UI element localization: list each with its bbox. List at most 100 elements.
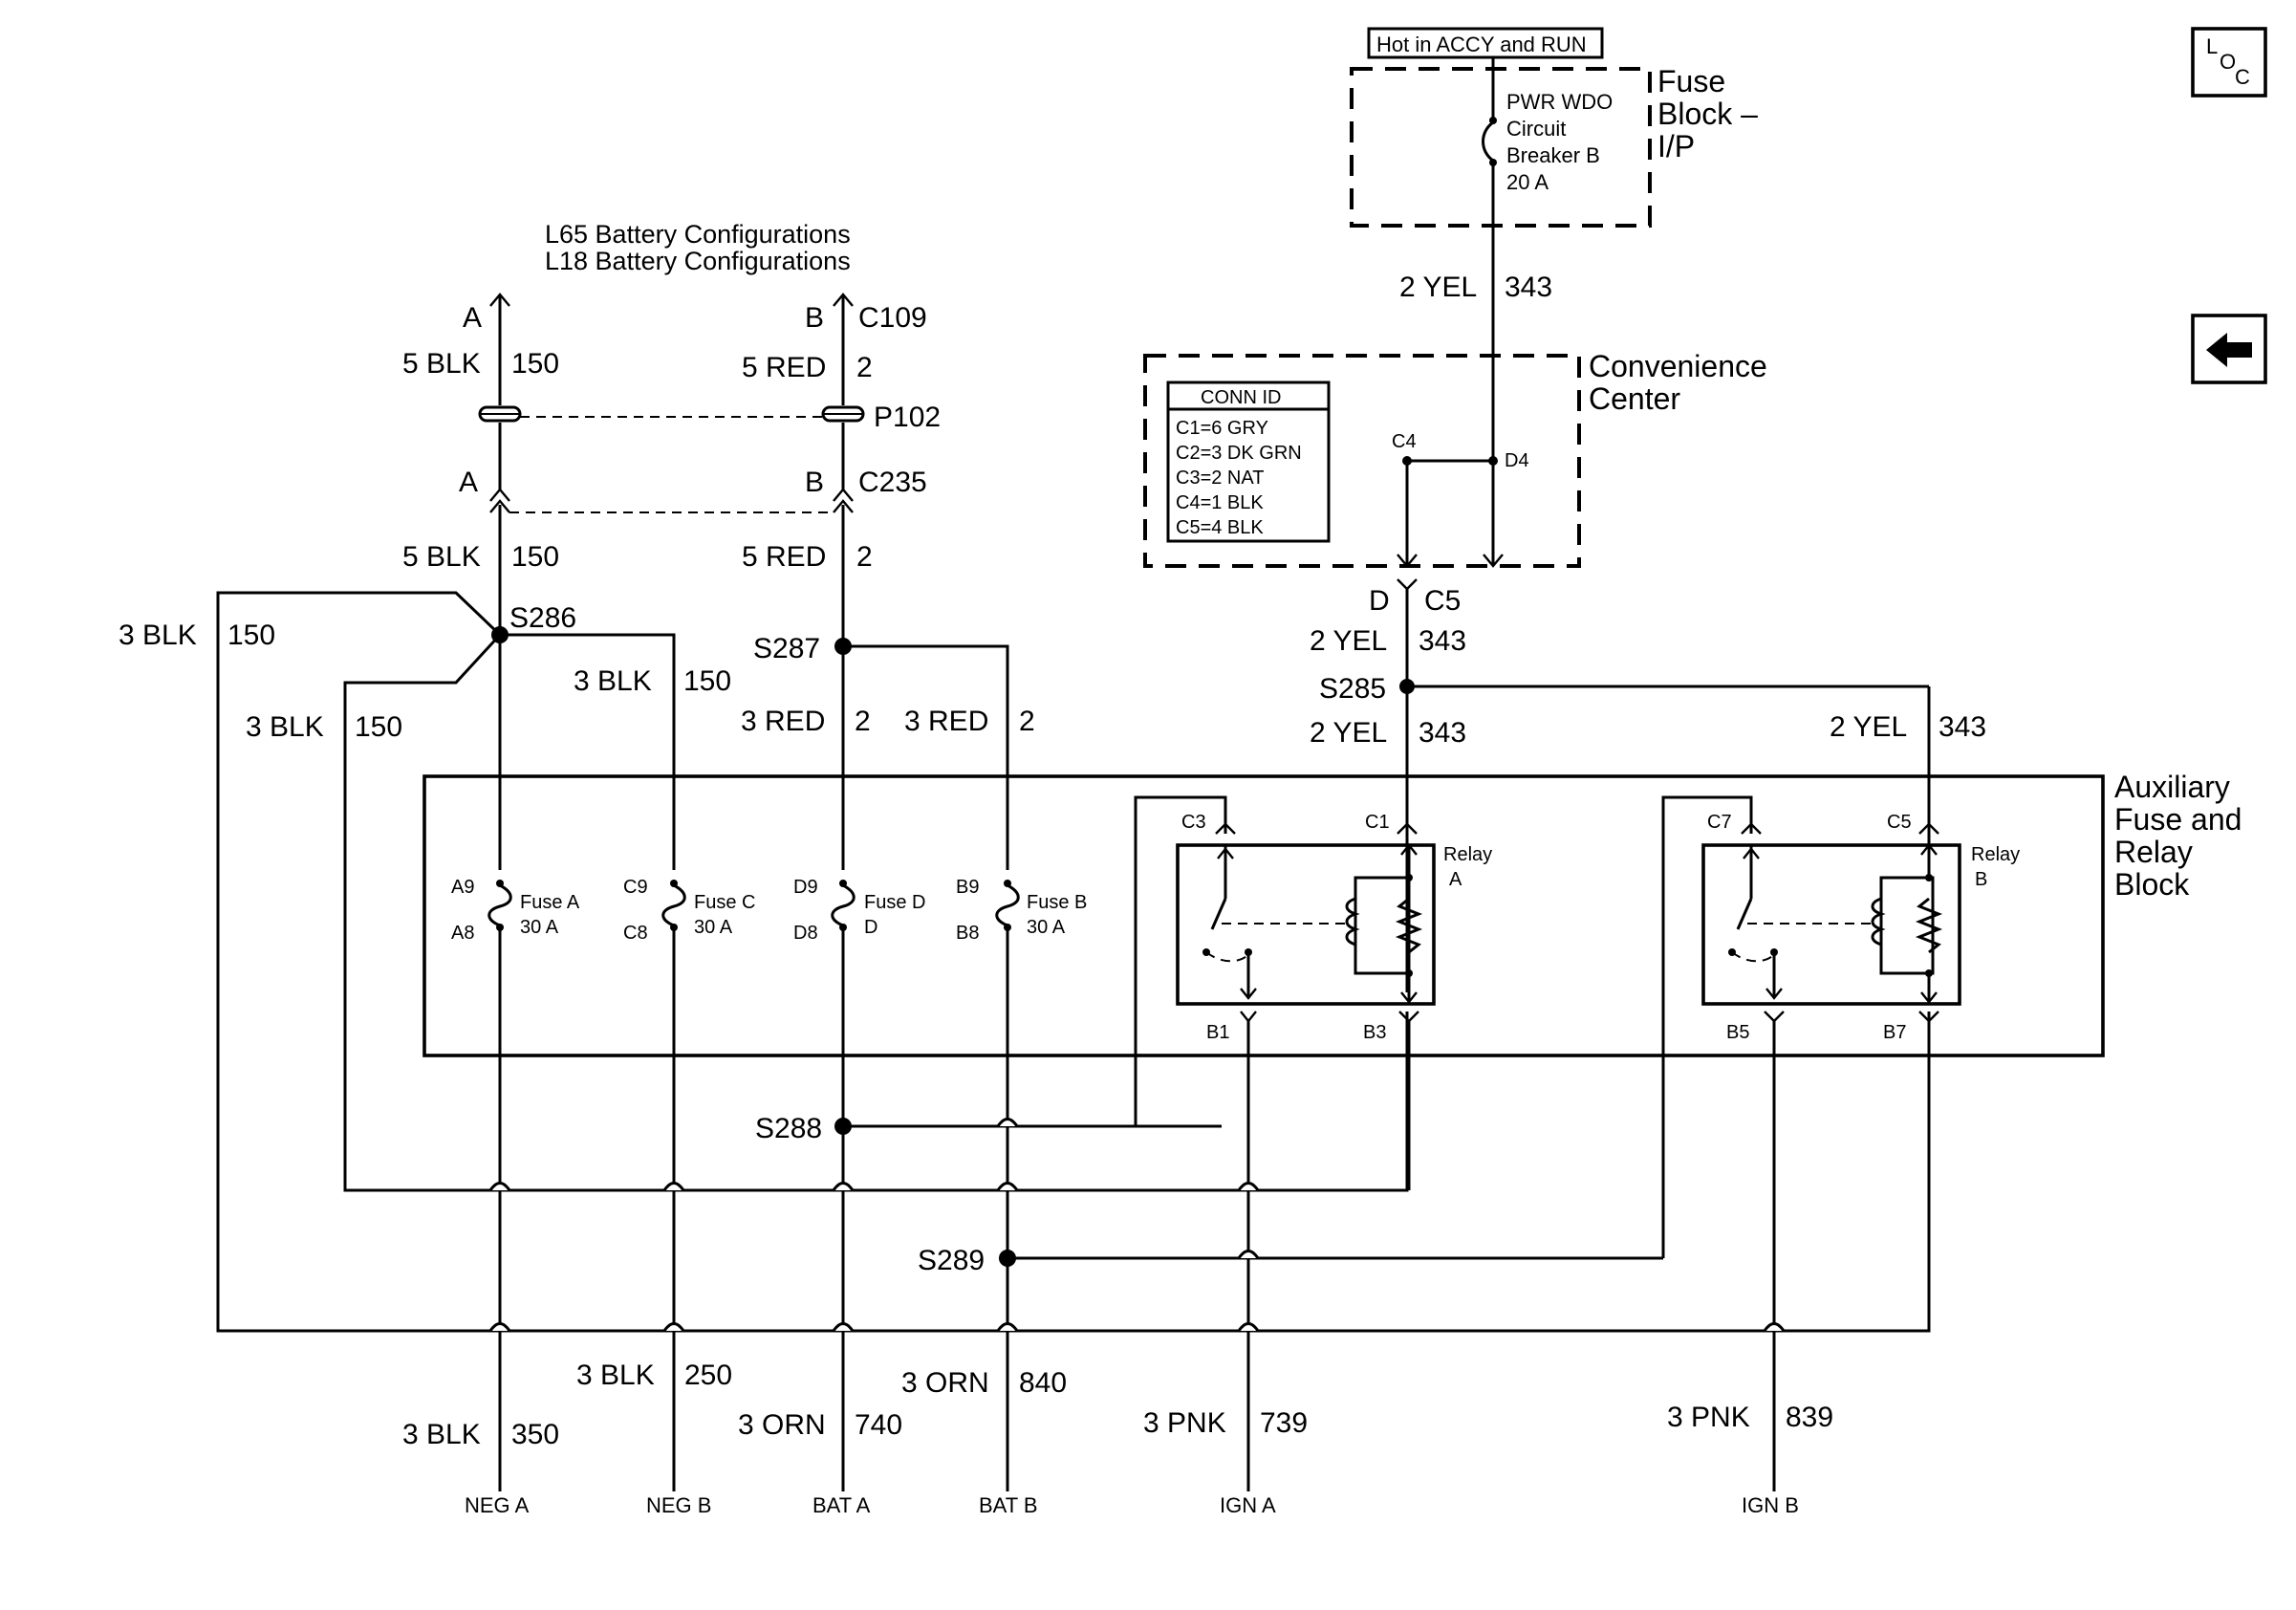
svg-text:B7: B7 [1883, 1022, 1906, 1043]
svg-text:C1=6 GRY: C1=6 GRY [1176, 418, 1268, 439]
svg-text:350: 350 [511, 1419, 559, 1450]
aux-fuse-relay-block-outline [422, 774, 2105, 1057]
svg-text:S288: S288 [755, 1113, 822, 1144]
svg-text:C4: C4 [1392, 431, 1417, 452]
svg-text:B: B [805, 467, 824, 498]
svg-text:Fuse A: Fuse A [520, 892, 580, 913]
svg-text:C1: C1 [1365, 812, 1390, 833]
svg-text:D: D [1369, 585, 1390, 617]
svg-text:C: C [2235, 65, 2250, 89]
cc-internal-wires [1397, 456, 1504, 568]
svg-text:B: B [805, 302, 824, 334]
svg-text:C4=1 BLK: C4=1 BLK [1176, 492, 1264, 513]
svg-text:C7: C7 [1707, 812, 1732, 833]
svg-text:2: 2 [855, 706, 871, 737]
svg-text:343: 343 [1505, 272, 1552, 303]
svg-text:343: 343 [1939, 711, 1986, 743]
svg-text:S289: S289 [918, 1245, 985, 1276]
svg-text:3 BLK: 3 BLK [402, 1419, 481, 1450]
svg-text:20 A: 20 A [1506, 170, 1549, 194]
svg-text:S285: S285 [1319, 673, 1386, 705]
svg-text:740: 740 [855, 1409, 902, 1441]
svg-text:30 A: 30 A [1027, 917, 1066, 938]
svg-text:B9: B9 [956, 877, 979, 898]
svg-text:D: D [864, 917, 877, 938]
svg-text:B3: B3 [1363, 1022, 1386, 1043]
svg-text:5 BLK: 5 BLK [402, 348, 481, 380]
terminal-ign-b: IGN B [1742, 1493, 1799, 1517]
svg-text:150: 150 [355, 711, 402, 743]
svg-text:839: 839 [1786, 1402, 1833, 1433]
terminal-ign-a: IGN A [1220, 1493, 1276, 1517]
svg-text:Relay: Relay [2114, 835, 2193, 869]
svg-text:3 BLK: 3 BLK [574, 665, 652, 697]
fuse-d [831, 870, 856, 931]
svg-text:30 A: 30 A [520, 917, 559, 938]
svg-text:C3=2 NAT: C3=2 NAT [1176, 468, 1264, 489]
svg-text:B1: B1 [1206, 1022, 1229, 1043]
svg-text:Breaker B: Breaker B [1506, 143, 1600, 167]
svg-text:S286: S286 [509, 602, 576, 634]
svg-text:Block –: Block – [1657, 97, 1758, 131]
svg-text:343: 343 [1419, 717, 1466, 749]
svg-text:C2=3 DK GRN: C2=3 DK GRN [1176, 443, 1302, 464]
svg-text:3 BLK: 3 BLK [576, 1360, 655, 1391]
svg-text:Fuse C: Fuse C [694, 892, 755, 913]
svg-text:3 PNK: 3 PNK [1143, 1407, 1226, 1439]
svg-text:C8: C8 [623, 923, 648, 944]
svg-text:C9: C9 [623, 877, 648, 898]
svg-text:2: 2 [856, 352, 873, 383]
back-button[interactable] [2191, 314, 2267, 384]
splice-s286 [216, 591, 1931, 1491]
svg-text:2 YEL: 2 YEL [1399, 272, 1477, 303]
svg-text:Fuse B: Fuse B [1027, 892, 1087, 913]
conn-id-table: CONN ID C1=6 GRY C2=3 DK GRN C3=2 NAT C4… [1166, 381, 1331, 543]
svg-text:C109: C109 [858, 302, 927, 334]
battery-config-l65: L65 Battery Configurations [545, 220, 851, 249]
svg-text:Fuse and: Fuse and [2114, 802, 2242, 837]
svg-text:3 BLK: 3 BLK [119, 620, 197, 651]
splice-s289 [999, 1250, 1663, 1267]
svg-text:2 YEL: 2 YEL [1830, 711, 1907, 743]
svg-text:5 BLK: 5 BLK [402, 541, 481, 573]
relay-b [1661, 795, 1961, 1258]
svg-text:2 YEL: 2 YEL [1310, 625, 1387, 657]
svg-text:3 RED: 3 RED [904, 706, 988, 737]
svg-text:C5: C5 [1887, 812, 1912, 833]
terminal-bat-a: BAT A [812, 1493, 871, 1517]
svg-text:A: A [1449, 869, 1462, 890]
svg-text:343: 343 [1419, 625, 1466, 657]
svg-text:3 PNK: 3 PNK [1667, 1402, 1750, 1433]
svg-text:A: A [459, 467, 478, 498]
fuse-a [487, 870, 512, 931]
svg-text:PWR WDO: PWR WDO [1506, 90, 1613, 114]
svg-text:A9: A9 [451, 877, 474, 898]
svg-text:840: 840 [1019, 1367, 1067, 1399]
svg-text:3 BLK: 3 BLK [246, 711, 324, 743]
relay-b-bottom-terminals [1764, 1011, 1939, 1491]
svg-text:CONN ID: CONN ID [1201, 387, 1281, 408]
battery-config-l18: L18 Battery Configurations [545, 247, 851, 275]
svg-text:2 YEL: 2 YEL [1310, 717, 1387, 749]
svg-text:Center: Center [1589, 381, 1680, 416]
hot-in-accy-run-label: Hot in ACCY and RUN [1367, 27, 1604, 59]
svg-text:S287: S287 [753, 633, 820, 664]
svg-text:Relay: Relay [1443, 844, 1492, 865]
terminal-bat-b: BAT B [979, 1493, 1038, 1517]
svg-text:30 A: 30 A [694, 917, 733, 938]
location-button[interactable]: L O C [2191, 27, 2267, 98]
svg-text:3 ORN: 3 ORN [901, 1367, 989, 1399]
svg-text:C235: C235 [858, 467, 927, 498]
svg-text:150: 150 [227, 620, 275, 651]
relay-a [1134, 795, 1436, 1128]
svg-text:C5=4 BLK: C5=4 BLK [1176, 517, 1264, 538]
svg-text:Hot in ACCY and RUN: Hot in ACCY and RUN [1376, 33, 1587, 56]
svg-text:Block: Block [2114, 867, 2190, 902]
wire-crossings [488, 1118, 1786, 1332]
svg-text:L: L [2206, 34, 2218, 58]
svg-text:B8: B8 [956, 923, 979, 944]
svg-text:B: B [1975, 869, 1987, 890]
svg-text:739: 739 [1260, 1407, 1308, 1439]
svg-text:D9: D9 [793, 877, 818, 898]
